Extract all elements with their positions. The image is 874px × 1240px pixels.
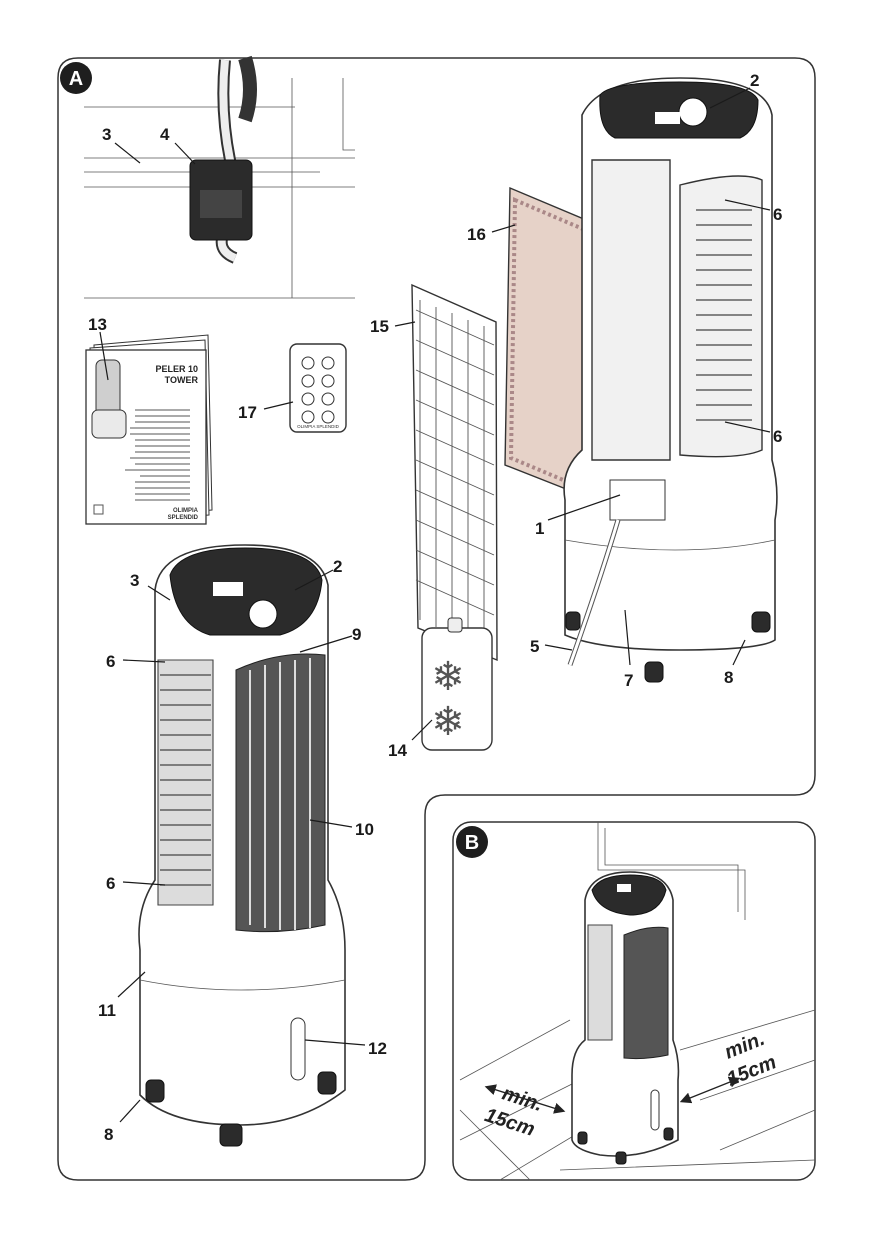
- callout-6-front-bottom: 6: [106, 874, 115, 893]
- panel-a-frame: [57, 57, 816, 1181]
- instruction-manual: PELER 10 TOWER OLIMPIA SPLENDID: [85, 334, 213, 525]
- callout-1: 1: [535, 519, 544, 538]
- callout-12: 12: [368, 1039, 387, 1058]
- panel-b-badge: B: [456, 826, 488, 858]
- callout-11: 11: [98, 1001, 116, 1020]
- callout-10: 10: [355, 820, 374, 839]
- callout-2-front: 2: [333, 557, 342, 576]
- svg-text:A: A: [69, 68, 83, 90]
- callout-8-front: 8: [104, 1125, 113, 1144]
- callout-6-rear-top: 6: [773, 205, 782, 224]
- svg-text:PELER 10: PELER 10: [155, 364, 198, 374]
- svg-text:OLIMPIA SPLENDID: OLIMPIA SPLENDID: [297, 424, 340, 429]
- callout-16: 16: [467, 225, 486, 244]
- svg-text:B: B: [465, 832, 479, 854]
- svg-text:OLIMPIA: OLIMPIA: [173, 508, 199, 514]
- callout-15: 15: [370, 317, 389, 336]
- ice-pack: ❄ ❄: [421, 617, 493, 751]
- installation-scene: [459, 822, 816, 1181]
- callout-14: 14: [388, 741, 407, 760]
- callout-4: 4: [160, 125, 170, 144]
- callout-6-front-top: 6: [106, 652, 115, 671]
- callout-3: 3: [102, 125, 111, 144]
- front-grille: [411, 283, 498, 662]
- svg-text:❄: ❄: [431, 700, 465, 744]
- hook-detail: [84, 55, 355, 299]
- cooler-rear-view: [563, 77, 778, 683]
- callout-17: 17: [238, 403, 257, 422]
- panel-b-frame: [452, 821, 816, 1181]
- panel-a-badge: A: [60, 62, 92, 94]
- callout-3-front: 3: [130, 571, 139, 590]
- callout-5: 5: [530, 637, 539, 656]
- callout-2-rear: 2: [750, 71, 759, 90]
- callout-6-rear-bottom: 6: [773, 427, 782, 446]
- svg-text:❄: ❄: [431, 655, 465, 699]
- callout-8-rear: 8: [724, 668, 733, 687]
- callout-13: 13: [88, 315, 107, 334]
- svg-text:SPLENDID: SPLENDID: [168, 515, 199, 521]
- svg-text:TOWER: TOWER: [165, 375, 199, 385]
- callout-7: 7: [624, 671, 633, 690]
- remote-control: OLIMPIA SPLENDID: [289, 343, 347, 433]
- callout-9: 9: [352, 625, 361, 644]
- cooler-front-view: [138, 544, 346, 1147]
